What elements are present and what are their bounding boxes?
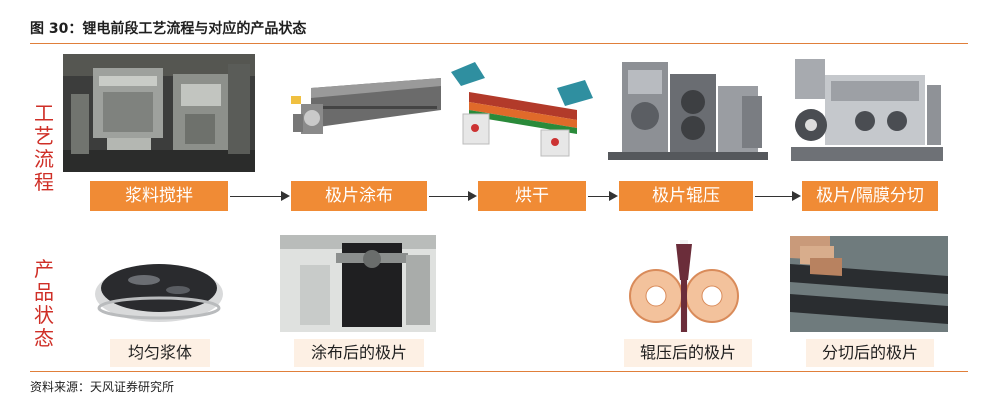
process-step-coating: 极片涂布 <box>291 181 427 211</box>
rolled-electrode-diagram <box>624 240 744 332</box>
process-row-label: 工 艺 流 程 <box>32 102 56 194</box>
flow-arrow <box>429 191 477 201</box>
process-step-drying: 烘干 <box>478 181 586 211</box>
process-step-mixing: 浆料搅拌 <box>90 181 228 211</box>
product-state-coated: 涂布后的极片 <box>294 339 424 367</box>
process-label-char: 艺 <box>34 124 54 148</box>
flow-arrow <box>755 191 801 201</box>
roll-press-machine-image <box>608 56 768 164</box>
process-step-slitting: 极片/隔膜分切 <box>802 181 938 211</box>
product-label-char: 产 <box>34 257 54 281</box>
product-label-char: 态 <box>34 326 54 350</box>
footer-divider <box>30 371 968 372</box>
header-divider <box>30 43 968 44</box>
flow-arrow <box>588 191 618 201</box>
source-note: 资料来源：天风证券研究所 <box>30 380 175 394</box>
product-state-slit: 分切后的极片 <box>806 339 934 367</box>
flow-arrow <box>230 191 290 201</box>
coated-electrode-image <box>280 235 436 332</box>
drying-machine-image <box>445 58 597 164</box>
process-label-char: 程 <box>34 170 54 194</box>
product-state-slurry: 均匀浆体 <box>110 339 210 367</box>
slurry-image <box>86 232 232 332</box>
product-label-char: 状 <box>34 303 54 327</box>
product-label-char: 品 <box>34 280 54 304</box>
process-label-char: 流 <box>34 147 54 171</box>
slitting-machine-image <box>791 55 943 165</box>
coating-machine-image <box>291 66 446 144</box>
process-step-rolling: 极片辊压 <box>619 181 753 211</box>
mixer-machine-image <box>63 54 255 172</box>
product-row-label: 产 品 状 态 <box>32 258 56 350</box>
product-state-rolled: 辊压后的极片 <box>624 339 752 367</box>
figure-title: 图 30：锂电前段工艺流程与对应的产品状态 <box>30 21 307 37</box>
slit-electrode-image <box>790 236 948 332</box>
process-label-char: 工 <box>34 101 54 125</box>
